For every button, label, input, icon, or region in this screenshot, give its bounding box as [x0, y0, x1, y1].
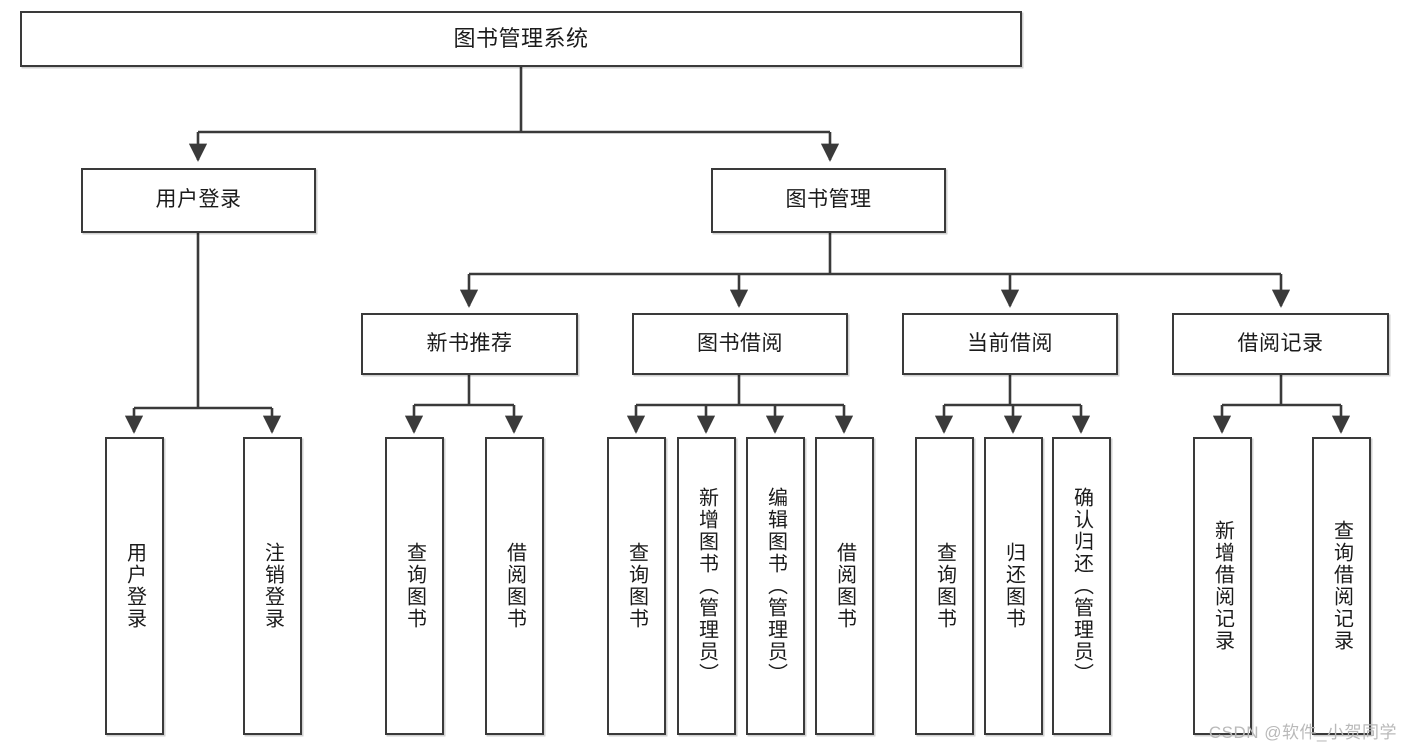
node-root-system[interactable]: 图书管理系统: [20, 11, 1022, 67]
node-label: 新增借阅记录: [1211, 520, 1234, 652]
leaf-borrow-book-1[interactable]: 借阅图书: [485, 437, 544, 735]
leaf-user-login[interactable]: 用户登录: [105, 437, 164, 735]
node-label: 新增图书（管理员）: [695, 487, 718, 685]
node-book-manage[interactable]: 图书管理: [711, 168, 946, 233]
leaf-borrow-book-2[interactable]: 借阅图书: [815, 437, 874, 735]
node-label: 确认归还（管理员）: [1070, 487, 1093, 685]
node-current-borrow[interactable]: 当前借阅: [902, 313, 1118, 375]
node-label: 查询借阅记录: [1330, 520, 1353, 652]
node-label: 归还图书: [1002, 542, 1025, 630]
leaf-query-book-1[interactable]: 查询图书: [385, 437, 444, 735]
node-label: 查询图书: [625, 542, 648, 630]
node-label: 用户登录: [155, 188, 242, 212]
node-label: 借阅图书: [833, 542, 856, 630]
node-borrow-record[interactable]: 借阅记录: [1172, 313, 1389, 375]
node-label: 图书管理: [785, 188, 872, 212]
node-user-login[interactable]: 用户登录: [81, 168, 316, 233]
node-label: 注销登录: [261, 542, 284, 630]
leaf-logout[interactable]: 注销登录: [243, 437, 302, 735]
leaf-query-book-2[interactable]: 查询图书: [607, 437, 666, 735]
node-label: 查询图书: [403, 542, 426, 630]
node-book-borrow[interactable]: 图书借阅: [632, 313, 848, 375]
node-label: 借阅记录: [1237, 331, 1324, 355]
node-label: 图书借阅: [697, 331, 783, 355]
leaf-add-record[interactable]: 新增借阅记录: [1193, 437, 1252, 735]
leaf-query-record[interactable]: 查询借阅记录: [1312, 437, 1371, 735]
leaf-confirm-return[interactable]: 确认归还（管理员）: [1052, 437, 1111, 735]
node-label: 当前借阅: [967, 331, 1053, 355]
leaf-add-book[interactable]: 新增图书（管理员）: [677, 437, 736, 735]
node-label: 查询图书: [933, 542, 956, 630]
node-label: 图书管理系统: [453, 26, 589, 52]
leaf-edit-book[interactable]: 编辑图书（管理员）: [746, 437, 805, 735]
node-label: 借阅图书: [503, 542, 526, 630]
watermark-text: CSDN @软件_小贺同学: [1208, 723, 1397, 742]
node-label: 编辑图书（管理员）: [764, 487, 787, 685]
node-label: 新书推荐: [426, 331, 513, 355]
leaf-query-book-3[interactable]: 查询图书: [915, 437, 974, 735]
node-new-book-rec[interactable]: 新书推荐: [361, 313, 578, 375]
leaf-return-book[interactable]: 归还图书: [984, 437, 1043, 735]
node-label: 用户登录: [123, 542, 146, 630]
